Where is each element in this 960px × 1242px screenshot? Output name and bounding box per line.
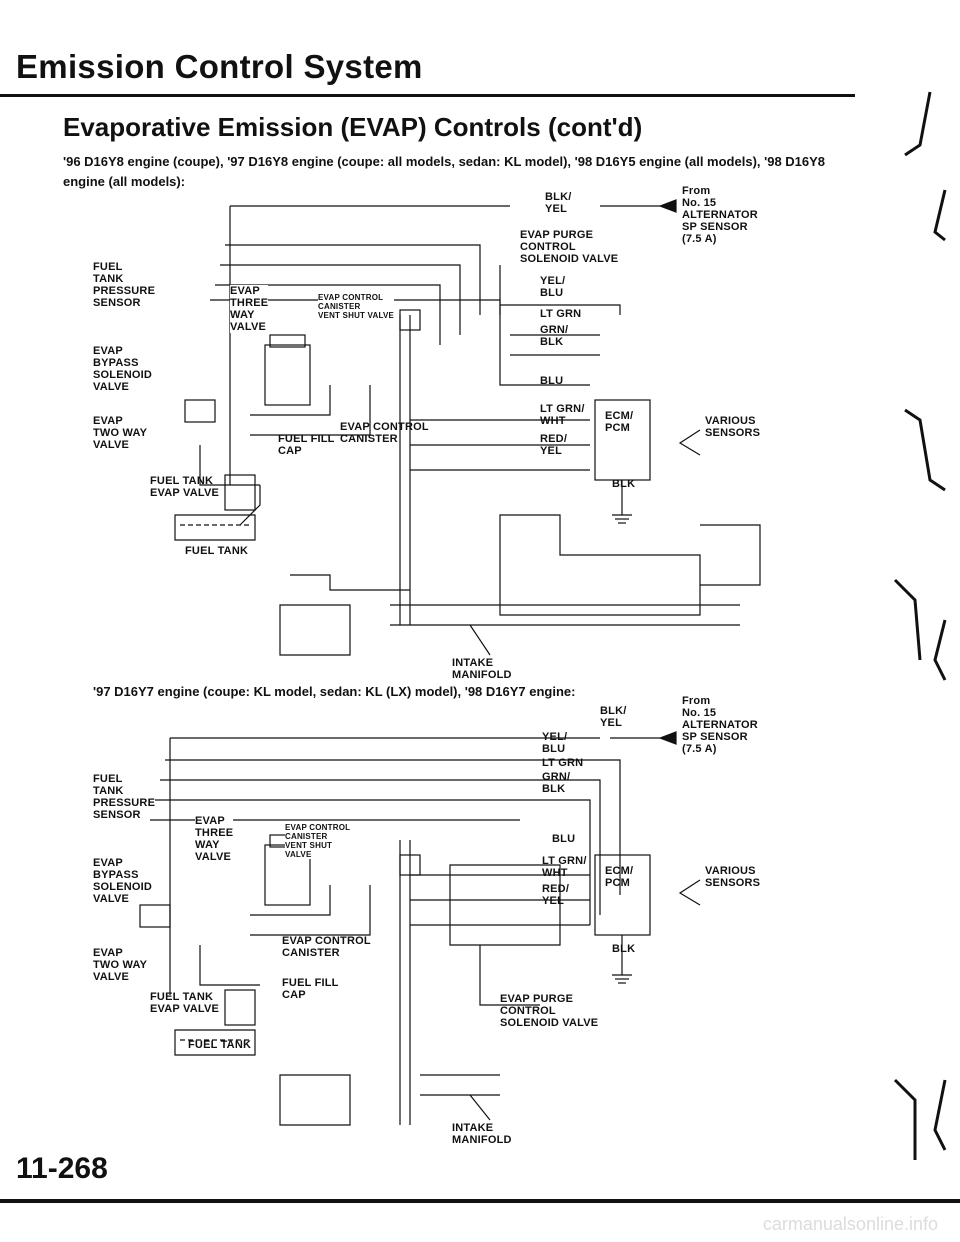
title-rule — [0, 94, 855, 97]
d2-fuel-tank-pressure-sensor: FUEL TANK PRESSURE SENSOR — [93, 773, 156, 821]
d1-evap-bypass-solenoid-valve: EVAP BYPASS SOLENOID VALVE — [93, 345, 153, 393]
d1-wire-blk-yel: BLK/ YEL — [545, 191, 572, 215]
d2-evap-three-way-valve: EVAP THREE WAY VALVE — [195, 815, 234, 863]
diagram2-engine-note: '97 D16Y7 engine (coupe: KL model, sedan… — [93, 684, 576, 699]
d1-wire-blu: BLU — [540, 375, 564, 387]
d1-canister-vent-shut-valve: EVAP CONTROL CANISTER VENT SHUT VALVE — [318, 293, 395, 320]
diagram1-evap-schematic: BLK/ YEL From No. 15 ALTERNATOR SP SENSO… — [0, 185, 960, 681]
d2-wire-grn-blk: GRN/ BLK — [542, 771, 571, 795]
d1-wire-grn-blk: GRN/ BLK — [540, 324, 569, 348]
d1-wire-yel-blu: YEL/ BLU — [540, 275, 566, 299]
d1-wire-lt-grn-wht: LT GRN/ WHT — [540, 403, 585, 427]
d2-various-sensors: VARIOUS SENSORS — [705, 865, 761, 889]
d1-evap-purge-label: EVAP PURGE CONTROL SOLENOID VALVE — [520, 229, 619, 265]
d2-fuel-tank-evap-valve: FUEL TANK EVAP VALVE — [150, 991, 220, 1015]
d1-fuel-tank: FUEL TANK — [185, 545, 249, 557]
d2-from-alternator: From No. 15 ALTERNATOR SP SENSOR (7.5 A) — [682, 695, 758, 755]
d2-wire-blk-yel: BLK/ YEL — [600, 705, 627, 729]
d2-fuel-fill-cap: FUEL FILL CAP — [282, 977, 339, 1001]
d2-canister-vent-shut-valve: EVAP CONTROL CANISTER VENT SHUT VALVE — [285, 823, 351, 859]
d2-ecm-pcm: ECM/ PCM — [605, 865, 634, 889]
d1-fuel-tank-pressure-sensor: FUEL TANK PRESSURE SENSOR — [93, 261, 156, 309]
d2-wire-blu: BLU — [552, 833, 576, 845]
d2-wire-lt-grn: LT GRN — [542, 757, 584, 769]
d2-evap-bypass-solenoid-valve: EVAP BYPASS SOLENOID VALVE — [93, 857, 153, 905]
page-title: Emission Control System — [16, 48, 423, 85]
d1-evap-control-canister: EVAP CONTROL CANISTER — [340, 421, 429, 445]
d2-evap-purge-label: EVAP PURGE CONTROL SOLENOID VALVE — [500, 993, 599, 1029]
d1-evap-three-way-valve: EVAP THREE WAY VALVE — [230, 285, 269, 333]
d1-wire-blk-ground: BLK — [612, 478, 636, 490]
d1-fuel-fill-cap: FUEL FILL CAP — [278, 433, 335, 457]
section-title: Evaporative Emission (EVAP) Controls (co… — [63, 112, 643, 142]
d1-evap-two-way-valve: EVAP TWO WAY VALVE — [93, 415, 148, 451]
d2-fuel-tank: FUEL TANK — [188, 1039, 252, 1051]
diagram1-lines — [174, 199, 761, 656]
d1-wire-red-yel: RED/ YEL — [540, 433, 568, 457]
diagram2-lines — [139, 731, 701, 1126]
d2-intake-manifold: INTAKE MANIFOLD — [452, 1122, 512, 1146]
d2-evap-control-canister: EVAP CONTROL CANISTER — [282, 935, 371, 959]
page-number: 11-268 — [16, 1152, 108, 1185]
bottom-rule — [0, 1199, 960, 1203]
d1-fuel-tank-evap-valve: FUEL TANK EVAP VALVE — [150, 475, 220, 499]
d2-evap-two-way-valve: EVAP TWO WAY VALVE — [93, 947, 148, 983]
d2-wire-blk-ground: BLK — [612, 943, 636, 955]
d1-ecm-pcm: ECM/ PCM — [605, 410, 634, 434]
d2-wire-yel-blu: YEL/ BLU — [542, 731, 568, 755]
diagram1-engine-note: '96 D16Y8 engine (coupe), '97 D16Y8 engi… — [63, 154, 826, 189]
d1-intake-manifold: INTAKE MANIFOLD — [452, 657, 512, 681]
diagram2-evap-schematic: BLK/ YEL From No. 15 ALTERNATOR SP SENSO… — [0, 695, 960, 1146]
d2-wire-red-yel: RED/ YEL — [542, 883, 570, 907]
watermark: carmanualsonline.info — [762, 1214, 938, 1234]
d1-from-alternator: From No. 15 ALTERNATOR SP SENSOR (7.5 A) — [682, 185, 758, 245]
d1-wire-lt-grn: LT GRN — [540, 308, 582, 320]
d1-various-sensors: VARIOUS SENSORS — [705, 415, 761, 439]
d2-wire-lt-grn-wht: LT GRN/ WHT — [542, 855, 587, 879]
